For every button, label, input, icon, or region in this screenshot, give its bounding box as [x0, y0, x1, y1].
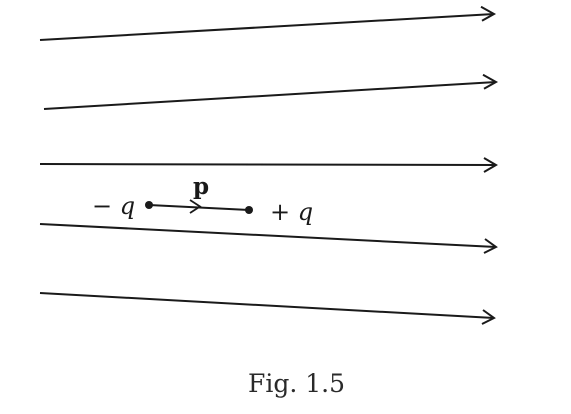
negative-charge-label: − q — [92, 192, 135, 220]
field-line-4-arrowhead — [483, 238, 498, 254]
field-line-3-arrowhead — [483, 157, 498, 173]
field-line-4 — [39, 223, 498, 254]
figure-caption: Fig. 1.5 — [248, 369, 345, 398]
field-line-3 — [39, 157, 498, 173]
field-line-5-arrowhead — [481, 309, 496, 325]
field-line-1 — [39, 5, 497, 41]
negative-charge-dot — [145, 201, 153, 209]
field-line-1-arrowhead — [480, 5, 497, 22]
dipole-moment-arrowhead — [189, 199, 202, 214]
dipole-moment-label: p — [193, 173, 209, 200]
positive-charge-dot — [245, 206, 253, 214]
positive-charge-label: + q — [270, 198, 313, 226]
field-line-5 — [39, 292, 496, 325]
field-line-2 — [43, 73, 499, 110]
dipole: − q + q p — [92, 173, 313, 226]
field-line-2-arrowhead — [482, 73, 499, 90]
